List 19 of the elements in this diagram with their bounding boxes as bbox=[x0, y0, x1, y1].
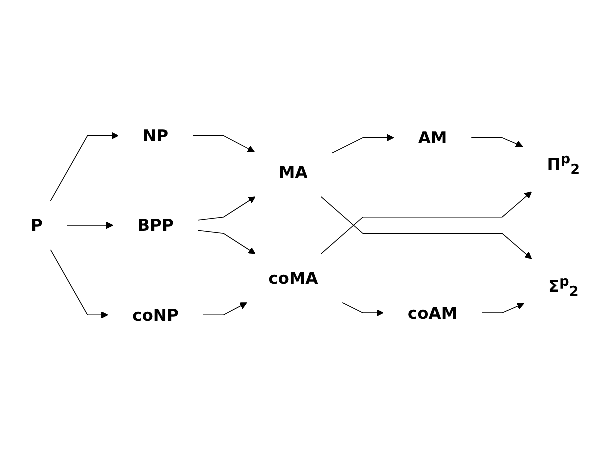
arrow bbox=[50, 132, 119, 202]
arrow bbox=[66, 222, 114, 230]
node-text: BPP bbox=[138, 216, 174, 236]
arrow bbox=[50, 250, 108, 319]
node-text: AM bbox=[418, 128, 448, 148]
arrow bbox=[471, 138, 524, 148]
node-text: coAM bbox=[408, 303, 458, 323]
node-text: coMA bbox=[268, 268, 318, 288]
arrow bbox=[482, 303, 524, 314]
node-text: NP bbox=[142, 126, 169, 146]
arrow bbox=[342, 302, 384, 317]
arrow bbox=[203, 302, 248, 316]
arrow bbox=[192, 135, 255, 152]
arrow bbox=[198, 196, 256, 221]
node-text: P bbox=[30, 216, 43, 236]
node-text: coNP bbox=[132, 305, 179, 325]
arrow bbox=[198, 230, 256, 254]
node-text: MA bbox=[279, 162, 308, 182]
arrow bbox=[332, 134, 394, 154]
